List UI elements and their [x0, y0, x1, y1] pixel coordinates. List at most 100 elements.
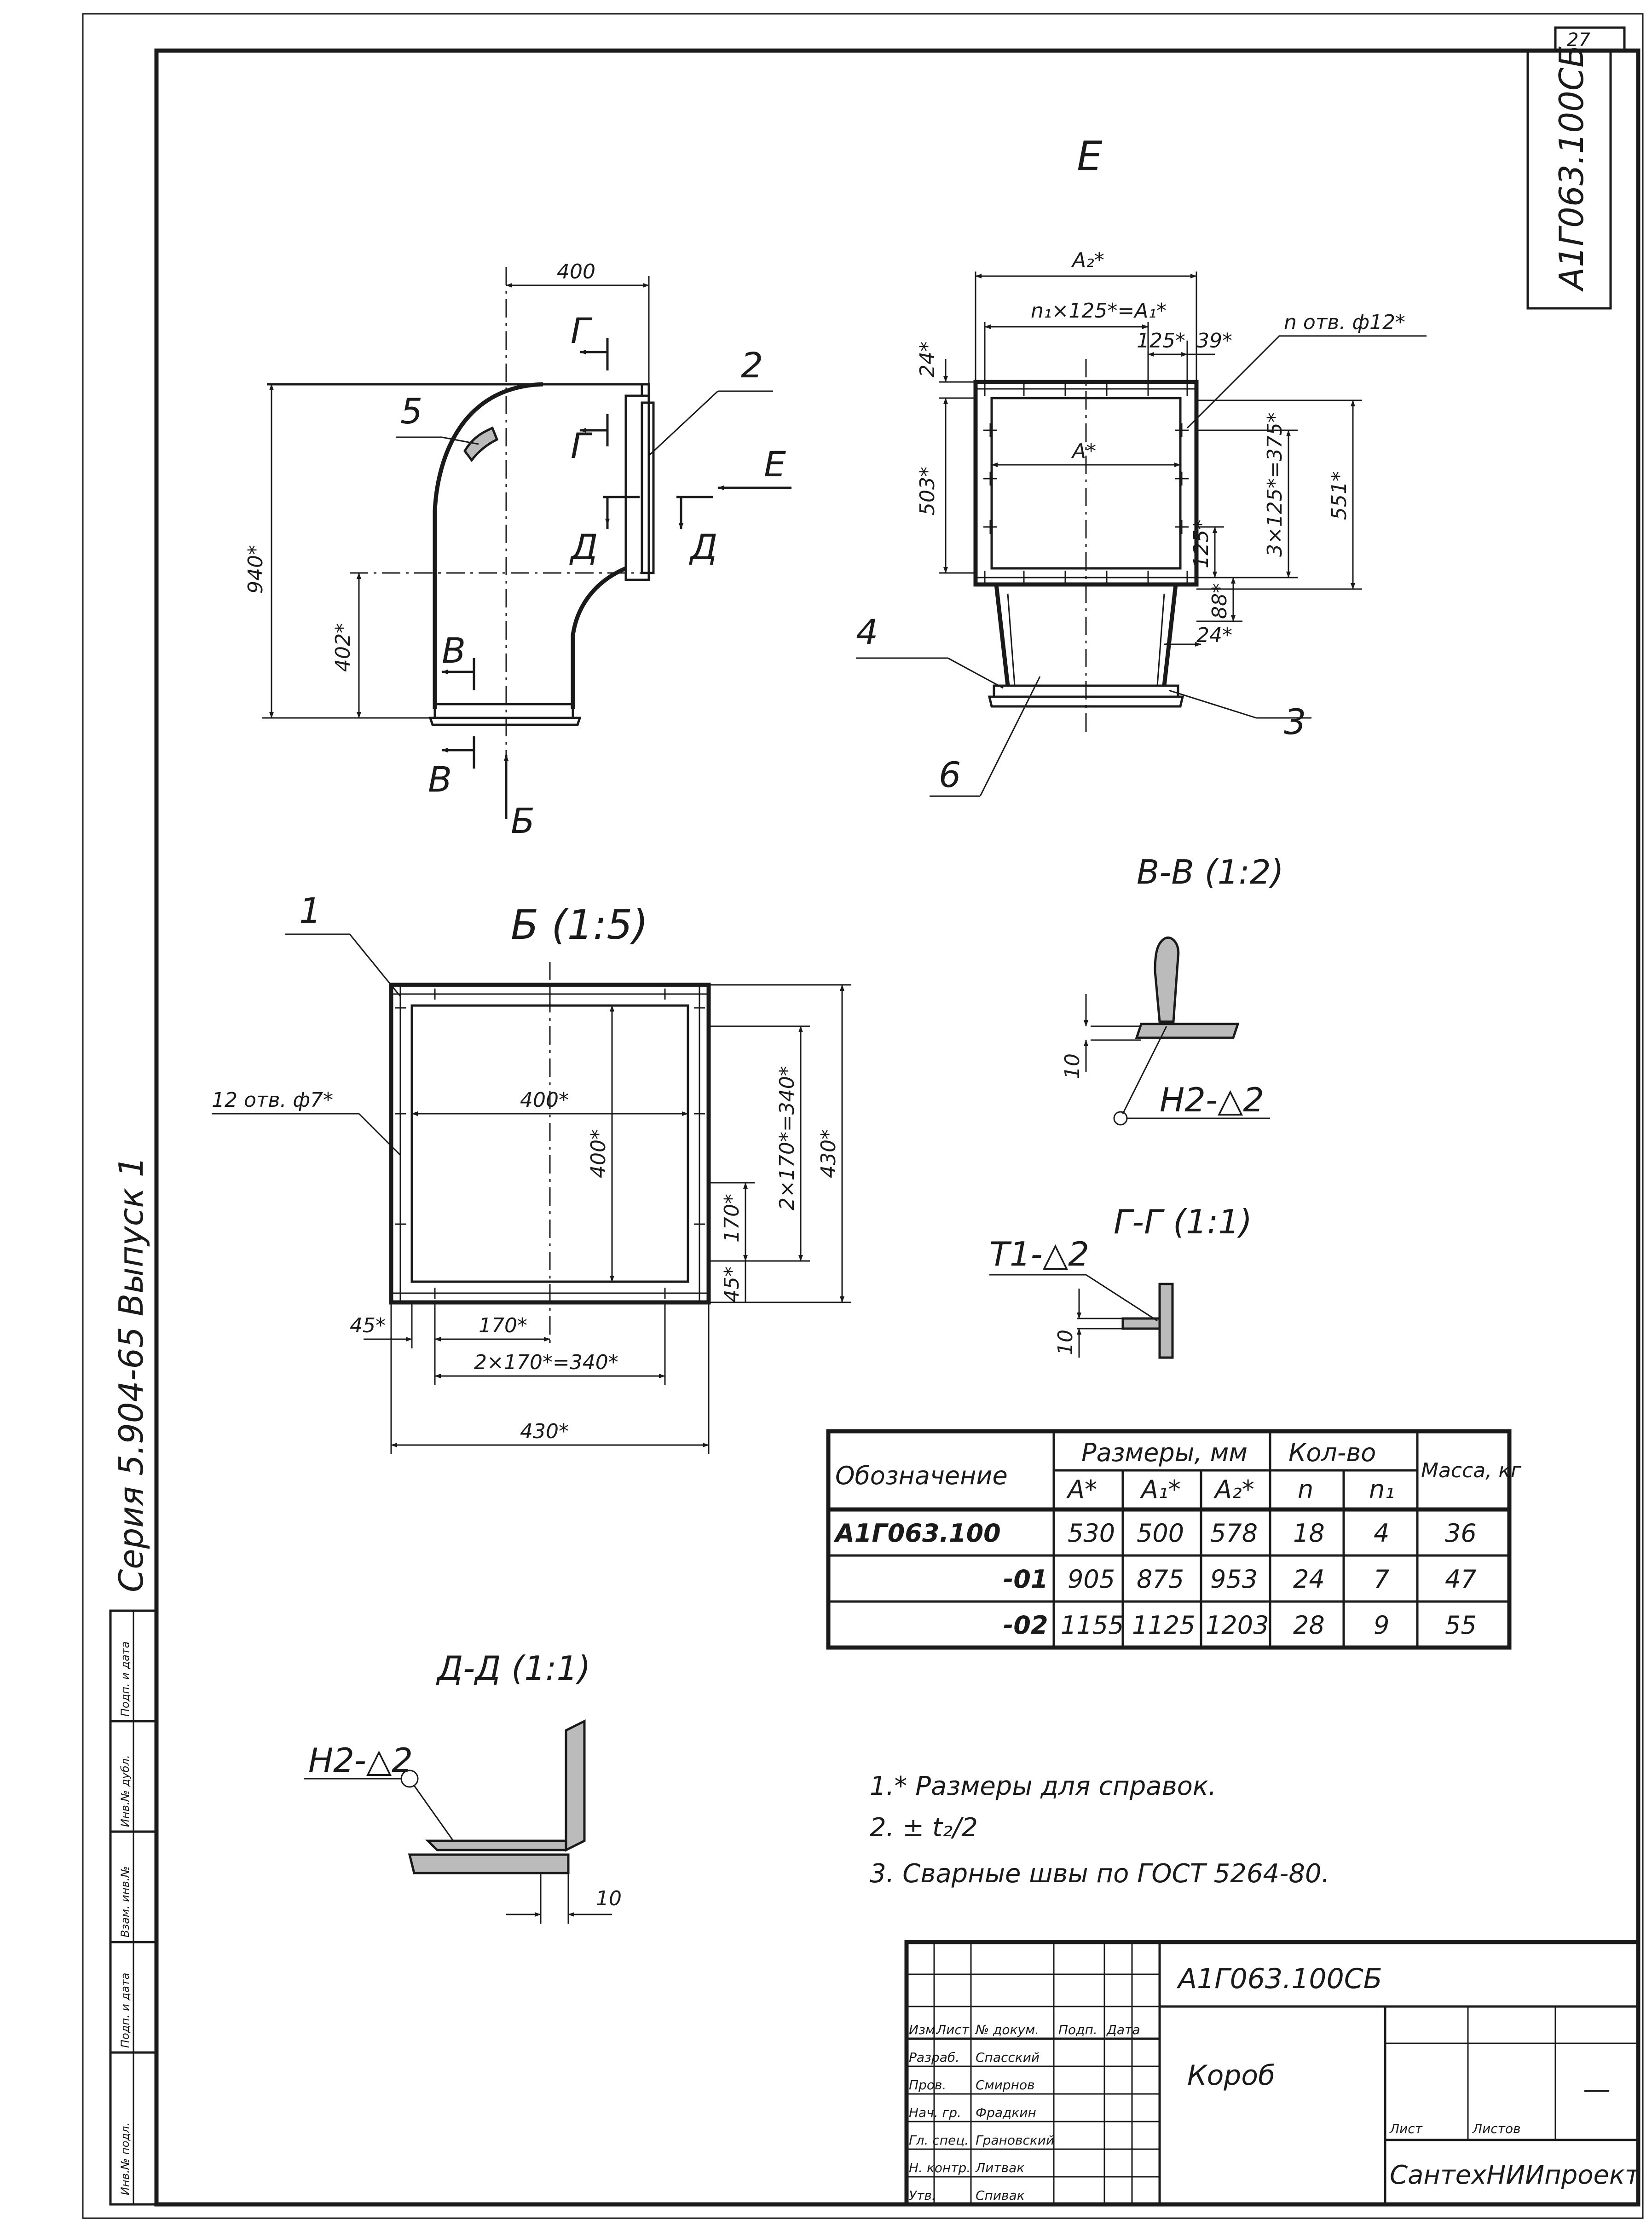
dim-holes-e: n отв. ф12* [1284, 311, 1405, 334]
table-row-3-a2: 1203 [1206, 1611, 1269, 1640]
callout-6: 6 [939, 754, 961, 795]
dim-24-bottom: 24* [1196, 624, 1232, 647]
table-row-1-a1: 500 [1137, 1519, 1184, 1548]
dim-503: 503* [916, 467, 939, 515]
dim-39: 39* [1196, 329, 1232, 353]
tb-role-1: Разраб. [909, 2050, 959, 2065]
notes: 1.* Размеры для справок. 2. ± t₂/2 3. Св… [870, 1771, 1329, 1889]
dim-430-h: 430* [520, 1420, 569, 1443]
dim-45-h: 45* [350, 1314, 386, 1337]
dim-24-top: 24* [916, 341, 939, 377]
side-stamp-cell-2: Подп. и дата [119, 1973, 132, 2048]
dim-400: 400 [557, 260, 595, 283]
note-2: 2. ± t₂/2 [870, 1813, 978, 1843]
table-row-2-n: 24 [1293, 1565, 1325, 1594]
tb-role-6: Утв. [909, 2188, 936, 2203]
tb-role-5: Н. контр. [909, 2160, 970, 2175]
dim-2x170-h: 2×170*=340* [474, 1351, 618, 1374]
side-stamp-cell-1: Инв.№ подл. [119, 2122, 132, 2195]
tb-header-col-1: Изм. [909, 2022, 939, 2037]
stamp-designation: А1Г063.100СБ [1552, 45, 1591, 292]
section-vv: В-В (1:2) 10 Н2-△2 [1061, 853, 1284, 1126]
callout-1: 1 [299, 890, 321, 931]
dim-n1x125: n₁×125*=A₁* [1031, 299, 1167, 323]
dim-402: 402* [331, 623, 355, 672]
section-dd-title: Д-Д (1:1) [436, 1649, 590, 1688]
section-mark-v-upper: В [442, 630, 466, 671]
dim-a-inner: A* [1071, 439, 1096, 463]
side-stamp-cell-5: Подп. и дата [119, 1642, 132, 1717]
section-dd-weld: Н2-△2 [308, 1741, 413, 1780]
callout-5: 5 [400, 391, 422, 432]
table-row-3-mass: 55 [1445, 1611, 1477, 1640]
section-gg-title: Г-Г (1:1) [1114, 1203, 1252, 1241]
tb-sheets-label: Листов [1472, 2121, 1521, 2136]
dim-125-top: 125* [1137, 329, 1185, 353]
tb-name-2: Смирнов [976, 2077, 1035, 2093]
table-header-n1: n₁ [1369, 1475, 1395, 1504]
section-gg-dim: 10 [1054, 1330, 1077, 1355]
tb-name-1: Спасский [976, 2050, 1040, 2065]
view-arrow-e: Е [764, 444, 786, 485]
tb-sheet-label: Лист [1389, 2121, 1423, 2136]
section-vv-weld: Н2-△2 [1160, 1081, 1264, 1119]
section-mark-g-upper: Г [571, 310, 593, 351]
table-header-designation: Обозначение [835, 1461, 1008, 1490]
tb-role-3: Нач. гр. [909, 2105, 961, 2120]
outer-frame [82, 13, 1644, 2219]
table-row-3-a: 1155 [1061, 1611, 1124, 1640]
table-row-3-n1: 9 [1374, 1611, 1389, 1640]
dim-430-v: 430* [817, 1129, 840, 1178]
section-mark-v-lower: В [428, 759, 452, 800]
title-block: Изм. Лист № докум. Подп. Дата Разраб. Пр… [904, 1940, 1640, 2207]
table-row-2-n1: 7 [1374, 1565, 1389, 1594]
dim-170-h: 170* [479, 1314, 527, 1337]
stamp-box [1526, 49, 1612, 310]
dim-2x170-v: 2×170*=340* [775, 1066, 799, 1210]
dim-551: 551* [1328, 471, 1351, 520]
dim-3x125: 3×125*=375* [1263, 412, 1287, 557]
tb-name-5: Литвак [975, 2160, 1024, 2175]
side-stamp: Подп. и дата Инв.№ дубл. Взам. инв.№ Под… [109, 1609, 158, 2206]
table-row-2-designation: -01 [1003, 1565, 1048, 1594]
view-e: Е [856, 133, 1427, 797]
table-row-2-a1: 875 [1137, 1565, 1184, 1594]
view-main: 400 940* 402* 2 5 Г Г Д Д Е [244, 260, 791, 841]
tb-name-6: Спивак [976, 2188, 1025, 2203]
tb-header-col-3: № докум. [975, 2022, 1039, 2037]
table-row-1-mass: 36 [1445, 1519, 1477, 1548]
tb-name-4: Грановский [976, 2133, 1054, 2148]
drawing-frame [154, 48, 1640, 2207]
dim-88: 88* [1208, 583, 1231, 619]
table-row-3-designation: -02 [1003, 1611, 1048, 1640]
table-row-1-a2: 578 [1210, 1519, 1258, 1548]
side-stamp-cell-4: Инв.№ дубл. [119, 1755, 132, 1827]
callout-4: 4 [856, 612, 878, 653]
callout-3: 3 [1284, 701, 1306, 742]
section-gg-weld: Т1-△2 [989, 1235, 1089, 1273]
tb-role-4: Гл. спец. [909, 2133, 969, 2148]
page-number: 27 [1567, 29, 1590, 51]
section-mark-g-lower: Г [571, 425, 593, 466]
table-header-qty: Кол-во [1288, 1438, 1376, 1467]
dim-400-w: 400* [520, 1088, 569, 1112]
table-header-a: A* [1066, 1475, 1097, 1504]
table-row-2-a: 905 [1068, 1565, 1115, 1594]
table-row-1-a: 530 [1068, 1519, 1115, 1548]
table-row-3-n: 28 [1293, 1611, 1325, 1640]
table-row-3-a1: 1125 [1132, 1611, 1195, 1640]
tb-header-col-4: Подп. [1058, 2022, 1097, 2037]
note-3: 3. Сварные швы по ГОСТ 5264-80. [870, 1859, 1329, 1889]
view-b: Б (1:5) 1 12 отв. ф7* [212, 890, 851, 1454]
spec-table: Обозначение Размеры, мм Кол-во Масса, кг… [826, 1429, 1522, 1650]
section-mark-d-left: Д [569, 526, 598, 567]
dim-400-h: 400* [587, 1129, 610, 1178]
section-mark-d-right: Д [689, 526, 717, 567]
section-vv-dim: 10 [1061, 1053, 1084, 1079]
table-row-1-n: 18 [1293, 1519, 1325, 1548]
tb-name: Короб [1187, 2059, 1275, 2092]
tb-designation: А1Г063.100СБ [1176, 1963, 1382, 1995]
view-arrow-b: Б [511, 800, 535, 841]
tb-header-col-2: Лист [936, 2022, 970, 2037]
